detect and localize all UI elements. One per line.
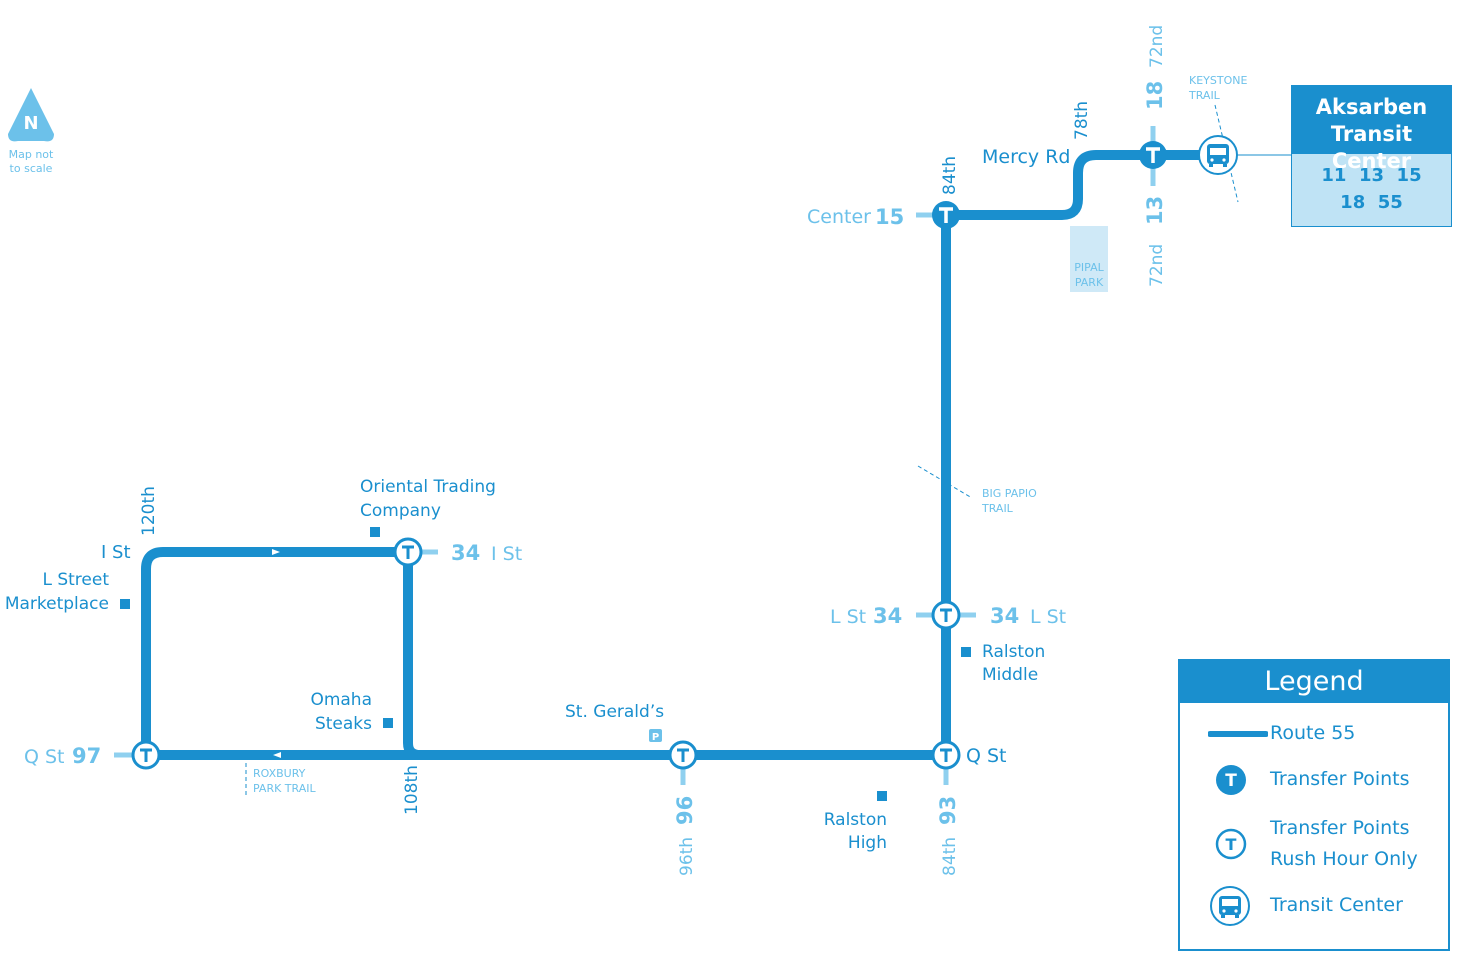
roxbury-trail-label-2: PARK TRAIL [253,782,316,795]
landmark-l-street-1: L Street [42,570,109,590]
keystone-trail-label-2: TRAIL [1188,89,1221,102]
legend-transit-center-label: Transit Center [1270,894,1403,916]
legend-route-label: Route 55 [1270,722,1356,744]
street-84th-top: 84th [940,156,960,195]
street-72nd-bottom: 72nd [1147,244,1167,287]
transit-center-bus-icon[interactable] [1198,135,1238,175]
direction-arrow-west-icon [273,752,281,758]
transit-center-routes: 11 13 15 18 55 [1292,154,1451,226]
roxbury-trail-label-1: ROXBURY [253,767,306,780]
transit-center-routes-row1: 11 13 15 [1321,165,1422,186]
landmark-oriental-trading-1: Oriental Trading [360,477,496,497]
transfer-point-icon: T [1216,765,1246,795]
legend-row-transit-center: Transit Center [1180,886,1448,926]
legend-row-transfer-rush: T Transfer Points Rush Hour Only [1180,813,1448,875]
connecting-route-stubs [114,126,1291,785]
rush-transfer-point-i-st-icon[interactable] [393,537,423,567]
legend-rush-label-line1: Transfer Points [1270,817,1410,839]
route-15-label: 15 [875,205,904,229]
street-l-st-right: L St [1030,606,1066,628]
transit-center-title-line2: Transit Center [1330,122,1413,173]
north-arrow-icon: N [8,88,54,142]
transit-center-icon [1210,886,1250,926]
street-l-st-left: L St [830,606,866,628]
aksarben-transit-center-box: Aksarben Transit Center 11 13 15 18 55 [1291,85,1452,227]
svg-text:P: P [652,732,659,743]
route-55-line [141,150,1223,760]
legend-row-route: Route 55 [1180,718,1448,749]
pipal-park-label-1: PIPAL [1074,261,1104,274]
transit-center-title-line1: Aksarben [1315,95,1428,119]
transfer-point-72nd-icon[interactable] [1139,141,1167,169]
scale-note-line1: Map not [9,148,54,161]
legend: Legend Route 55 T Transfer Points T Tran… [1178,659,1450,951]
route-18-label: 18 [1143,81,1167,110]
route-34-l-st-left-label: 34 [873,604,902,628]
route-97-label: 97 [72,744,101,768]
landmark-st-geralds: St. Gerald’s [565,702,664,722]
rush-transfer-point-q-st-97-icon[interactable] [131,740,161,770]
rush-transfer-point-icon: T [1215,828,1247,860]
route-93-label: 93 [936,796,960,825]
route-13-label: 13 [1143,196,1167,225]
street-center: Center [807,206,871,228]
landmark-oriental-trading-2: Company [360,501,441,521]
route-34-l-st-right-label: 34 [990,604,1019,628]
legend-rush-label-line2: Rush Hour Only [1270,848,1418,870]
big-papio-trail-label-2: TRAIL [981,502,1014,515]
street-q-st-left: Q St [24,746,65,768]
route-34-i-st-label: 34 [451,541,480,565]
street-108th: 108th [402,765,422,815]
north-letter: N [23,113,38,134]
route-96-label: 96 [673,796,697,825]
street-78th: 78th [1072,101,1092,140]
legend-transfer-label: Transfer Points [1270,768,1410,790]
rush-transfer-point-l-st-icon[interactable] [931,600,961,630]
pipal-park-label-2: PARK [1075,276,1104,289]
street-120th: 120th [139,486,159,536]
street-q-st-right: Q St [966,745,1007,767]
landmark-omaha-steaks-1: Omaha [310,690,372,710]
street-i-st-left: I St [101,542,131,563]
rush-transfer-point-96th-icon[interactable] [668,740,698,770]
rush-transfer-point-84th-icon[interactable] [931,740,961,770]
direction-arrow-east-icon [272,549,280,555]
transit-center-routes-row2: 18 55 [1340,192,1403,213]
keystone-trail-label-1: KEYSTONE [1189,74,1247,87]
landmark-ralston-high-1: Ralston [824,810,887,830]
scale-note-line2: to scale [10,162,53,175]
legend-row-transfer: T Transfer Points [1180,764,1448,795]
route-line-icon [1208,731,1268,737]
landmark-markers [120,527,971,801]
transfer-point-center-icon[interactable] [932,201,960,229]
big-papio-trail-label-1: BIG PAPIO [982,487,1037,500]
landmark-ralston-middle-1: Ralston [982,642,1045,662]
landmark-ralston-high-2: High [848,833,887,853]
street-84th-bottom: 84th [940,837,960,876]
street-mercy-rd: Mercy Rd [982,146,1070,168]
landmark-ralston-middle-2: Middle [982,665,1038,685]
parking-icon: P [649,729,662,743]
landmark-omaha-steaks-2: Steaks [315,714,372,734]
pipal-park-area [1070,226,1108,292]
svg-text:T: T [1225,771,1237,791]
legend-title: Legend [1180,661,1448,703]
landmark-l-street-2: Marketplace [5,594,109,614]
street-i-st-right: I St [491,543,522,565]
svg-text:T: T [1226,835,1237,854]
street-96th: 96th [677,837,697,876]
transit-center-title: Aksarben Transit Center [1292,86,1451,173]
street-72nd-top: 72nd [1147,25,1167,68]
